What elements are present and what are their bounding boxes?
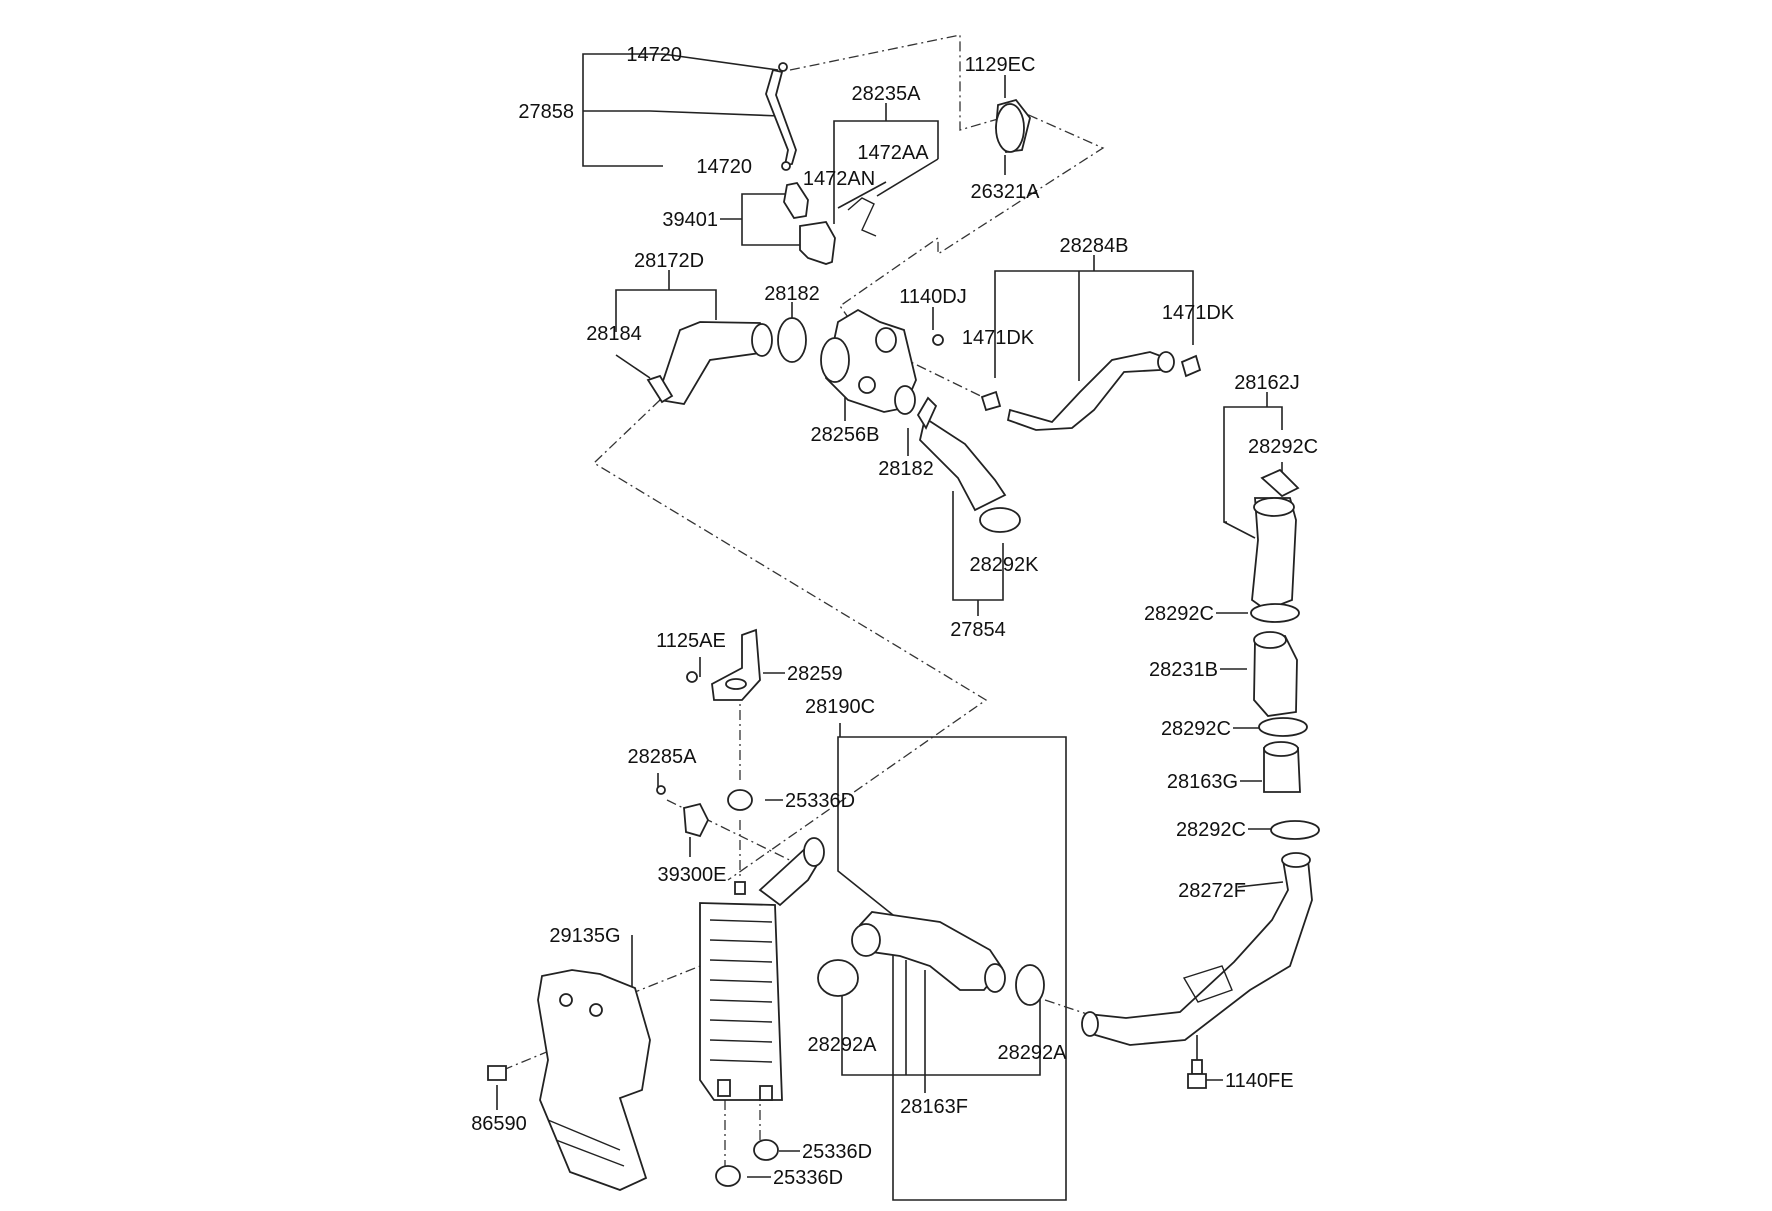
label-28292C-3: 28292C — [1161, 718, 1231, 740]
part-pipe-28272F — [1081, 852, 1313, 1046]
label-28292C-4: 28292C — [1176, 819, 1246, 841]
part-air-guide-29135G — [537, 969, 651, 1191]
part-pipe-27858 — [765, 62, 797, 171]
label-28182-bottom: 28182 — [878, 458, 934, 480]
label-28256B: 28256B — [811, 424, 880, 446]
label-28231B: 28231B — [1149, 659, 1218, 681]
leader-lines — [496, 53, 1284, 1201]
label-28184: 28184 — [586, 323, 642, 345]
label-25336D-top: 25336D — [785, 790, 855, 812]
label-28272F: 28272F — [1178, 880, 1246, 902]
label-28292A-left: 28292A — [808, 1034, 878, 1056]
label-28182-top: 28182 — [764, 283, 820, 305]
label-25336D-bottom: 25336D — [773, 1167, 843, 1189]
label-14720-bottom: 14720 — [696, 156, 752, 178]
label-29135G: 29135G — [549, 925, 620, 947]
label-14720-top: 14720 — [626, 44, 682, 66]
label-28190C: 28190C — [805, 696, 875, 718]
label-28172D: 28172D — [634, 250, 704, 272]
part-intercooler-28190C — [699, 837, 825, 1101]
part-hose-28163G — [1263, 741, 1301, 793]
label-1140FE: 1140FE — [1225, 1070, 1294, 1092]
label-28292C-1: 28292C — [1248, 436, 1318, 458]
label-28292K: 28292K — [970, 554, 1040, 576]
part-hose-27854 — [916, 396, 1021, 533]
part-bolt-1140FE — [1187, 1059, 1207, 1089]
part-solenoid-valve-39401 — [783, 181, 877, 265]
part-clamps-28292C — [1250, 603, 1320, 840]
label-27858: 27858 — [518, 101, 574, 123]
label-28285A: 28285A — [628, 746, 698, 768]
part-hose-28163F — [817, 911, 1045, 1006]
label-28292A-right: 28292A — [998, 1042, 1068, 1064]
part-sensor-39300E — [656, 785, 710, 838]
label-27854: 27854 — [950, 619, 1006, 641]
label-28162J: 28162J — [1234, 372, 1300, 394]
label-28284B: 28284B — [1060, 235, 1129, 257]
label-28163G: 28163G — [1167, 771, 1238, 793]
label-28259: 28259 — [787, 663, 843, 685]
label-1140DJ: 1140DJ — [899, 286, 966, 308]
part-throttle-28256B — [820, 308, 944, 415]
part-grommets-25336D — [715, 789, 779, 1187]
label-1472AN: 1472AN — [803, 168, 875, 190]
label-1471DK-left: 1471DK — [962, 327, 1035, 349]
label-1129EC: 1129EC — [965, 54, 1036, 76]
part-coupler-28231B — [1253, 631, 1298, 717]
part-hose-28162J — [1251, 468, 1300, 612]
label-39300E: 39300E — [658, 864, 727, 886]
part-actuator-26321A — [995, 98, 1031, 153]
part-hose-28284B — [980, 351, 1202, 431]
label-28235A: 28235A — [852, 83, 922, 105]
label-1471DK-right: 1471DK — [1162, 302, 1235, 324]
label-28163F: 28163F — [900, 1096, 968, 1118]
label-1125AE: 1125AE — [656, 630, 726, 652]
label-26321A: 26321A — [971, 181, 1041, 203]
label-25336D-middle: 25336D — [802, 1141, 872, 1163]
label-28292C-2: 28292C — [1144, 603, 1214, 625]
part-hose-28172D — [646, 317, 807, 405]
part-bracket-28259 — [686, 628, 761, 701]
label-86590: 86590 — [471, 1113, 527, 1135]
label-39401: 39401 — [662, 209, 718, 231]
part-bolt-86590 — [487, 1065, 507, 1081]
part-labels: 14720 27858 14720 28235A 1472AA 1472AN 1… — [471, 44, 1318, 1189]
label-1472AA: 1472AA — [857, 142, 929, 164]
